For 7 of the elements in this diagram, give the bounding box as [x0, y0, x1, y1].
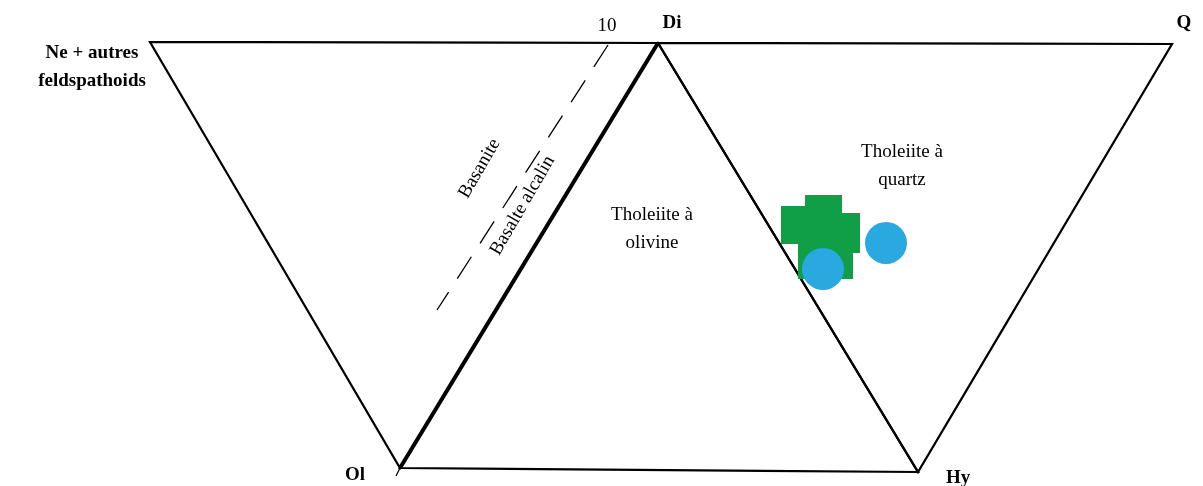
field-label: Tholeiite à olivine [611, 202, 693, 254]
vertex-label: Ol [345, 462, 366, 486]
vertex-label: Ne + autres feldspathoids [37, 40, 147, 92]
vertex-label: Di [662, 10, 682, 34]
tick-label: 10 [597, 13, 617, 37]
field-label: Tholeiite à quartz [861, 139, 943, 191]
vertex-label: Q [1176, 10, 1192, 34]
